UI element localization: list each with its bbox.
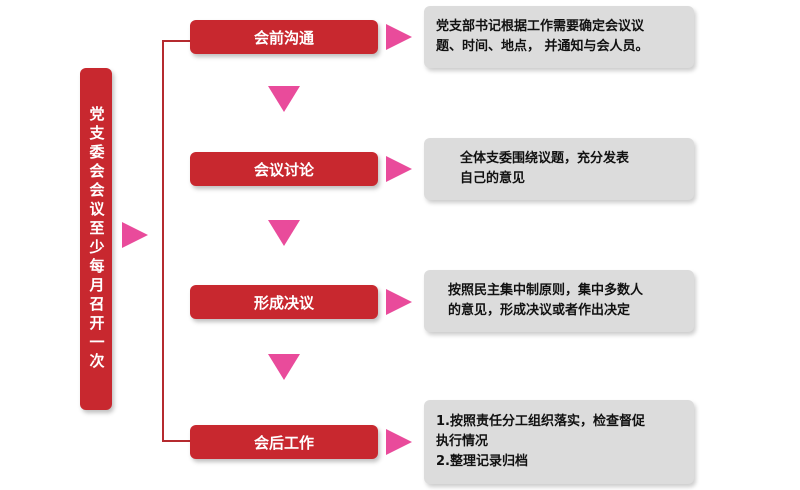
step-description: 党支部书记根据工作需要确定会议议 题、时间、地点， 并通知与会人员。 [424, 6, 694, 68]
root-label: 党支委会会议至少每月召开一次 [87, 106, 106, 372]
arrow-right-icon [386, 289, 412, 315]
step-label: 会前沟通 [253, 28, 314, 47]
step-description: 1.按照责任分工组织落实，检查督促 执行情况 2.整理记录归档 [424, 400, 694, 484]
root-arrow-icon [122, 222, 148, 248]
arrow-right-icon [386, 24, 412, 50]
arrow-down-icon [268, 354, 300, 380]
step-pre-meeting: 会前沟通 [190, 20, 378, 54]
arrow-down-icon [268, 86, 300, 112]
step-label: 形成决议 [253, 293, 314, 312]
arrow-right-icon [386, 156, 412, 182]
bracket-tick [162, 40, 192, 42]
description-line: 题、时间、地点， 并通知与会人员。 [436, 39, 649, 54]
step-description: 全体支委围绕议题，充分发表 自己的意见 [424, 138, 694, 200]
step-label: 会议讨论 [253, 160, 314, 179]
step-label: 会后工作 [253, 433, 314, 452]
description-line: 执行情况 [436, 434, 489, 449]
description-line: 全体支委围绕议题，充分发表 [460, 151, 630, 166]
bracket-line [162, 40, 164, 442]
description-line: 按照民主集中制原则，集中多数人 [448, 283, 644, 298]
step-description: 按照民主集中制原则，集中多数人 的意见，形成决议或者作出决定 [424, 270, 694, 332]
description-line: 自己的意见 [460, 171, 526, 186]
bracket-tick [162, 440, 192, 442]
arrow-down-icon [268, 220, 300, 246]
description-line: 党支部书记根据工作需要确定会议议 [436, 19, 645, 34]
description-line: 的意见，形成决议或者作出决定 [448, 303, 631, 318]
step-follow-up: 会后工作 [190, 425, 378, 459]
description-line: 1.按照责任分工组织落实，检查督促 [436, 414, 645, 429]
step-resolution: 形成决议 [190, 285, 378, 319]
step-discussion: 会议讨论 [190, 152, 378, 186]
arrow-right-icon [386, 429, 412, 455]
root-node: 党支委会会议至少每月召开一次 [80, 68, 112, 410]
description-line: 2.整理记录归档 [436, 454, 528, 469]
